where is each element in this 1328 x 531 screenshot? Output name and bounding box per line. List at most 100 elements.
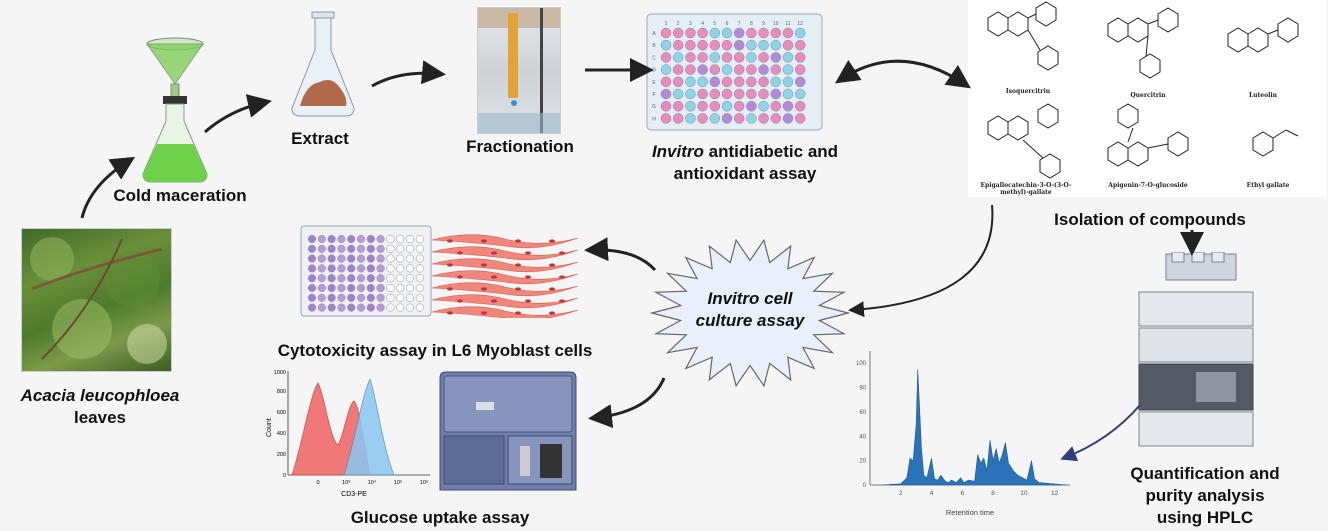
plate-well — [794, 113, 806, 124]
flow-ytick-2: 400 — [277, 431, 286, 437]
plate-well — [758, 100, 769, 112]
plate-well — [746, 52, 757, 63]
cyto-plate-well — [337, 283, 346, 293]
plate-row-label: D — [652, 68, 656, 74]
cyto-plate-well — [415, 244, 424, 253]
plate-well — [660, 27, 672, 39]
cell-nucleus — [481, 287, 487, 291]
cyto-plate-well — [356, 244, 366, 253]
cell-nucleus — [549, 239, 555, 243]
plate-well — [672, 100, 684, 112]
arrow-isolation-to-starburst — [848, 204, 994, 318]
hplc-xlabel: Retention time — [946, 508, 994, 517]
plate-well — [770, 39, 782, 51]
plate-well — [672, 39, 684, 51]
cyto-plate-well — [386, 234, 395, 244]
flow-xtick-4: 10⁶ — [420, 479, 428, 486]
hplc-xtick-label: 12 — [1051, 490, 1059, 497]
plate-well — [709, 27, 721, 39]
cyto-plate-well — [415, 254, 424, 263]
plate-row-label: C — [652, 55, 656, 61]
cyto-plate-well — [386, 264, 395, 273]
cell-nucleus — [447, 287, 453, 291]
cell-nucleus — [491, 299, 497, 303]
cyto-plate-well — [356, 234, 366, 244]
hplc-xtick-label: 2 — [899, 490, 903, 497]
plate-well — [794, 64, 806, 75]
arrow-starburst-to-glucose — [588, 377, 666, 429]
plate-well — [685, 88, 696, 100]
cyto-plate-well — [337, 274, 346, 283]
plate-well — [709, 113, 721, 124]
plate-well — [660, 113, 672, 124]
plate-well — [672, 113, 684, 124]
cyto-plate-well — [386, 254, 395, 263]
plate-well — [709, 39, 721, 51]
plate-well — [672, 27, 684, 39]
flow-ytick-1: 200 — [277, 452, 286, 458]
plate-well — [746, 76, 757, 88]
hplc-xtick-label: 8 — [991, 490, 995, 497]
cyto-plate-well — [386, 274, 395, 283]
cyto-plate-well — [327, 283, 336, 293]
cyto-plate-well — [396, 264, 405, 273]
hplc-ytick-label: 40 — [859, 434, 866, 440]
hplc-line3: using HPLC — [1156, 508, 1254, 527]
plate-well — [721, 52, 733, 63]
cyto-plate-well — [327, 303, 336, 312]
plate-row-label: B — [652, 43, 656, 49]
cyto-plate-well — [337, 264, 346, 273]
plate-col-label: 7 — [738, 21, 741, 27]
plate-well — [770, 64, 782, 75]
cyto-plate-well — [317, 274, 326, 283]
cyto-plate-well — [337, 234, 346, 244]
plate-well — [733, 39, 745, 51]
hplc-ytick-label: 0 — [863, 483, 867, 489]
plate-well — [709, 88, 721, 100]
cyto-plate-well — [307, 254, 317, 263]
cyto-plate-well — [327, 244, 336, 253]
cyto-plate-well — [327, 254, 336, 263]
plate-well — [721, 64, 733, 75]
plate-well — [770, 27, 782, 39]
plate-well — [685, 64, 696, 75]
cell-nucleus — [515, 311, 521, 315]
plate-well — [721, 113, 733, 124]
plate-well — [697, 39, 708, 51]
arrow-starburst-to-cytotoxicity — [584, 237, 657, 272]
cyto-plate-well — [396, 254, 405, 263]
cyto-plate-well — [356, 293, 366, 302]
plate-well — [794, 27, 806, 39]
cyto-plate-well — [366, 303, 375, 312]
cell-nucleus — [447, 239, 453, 243]
hplc-line1: Quantification and — [1130, 464, 1280, 483]
cyto-plate-well — [376, 254, 385, 263]
myoblast-cell — [431, 234, 579, 249]
cyto-plate-well — [405, 274, 415, 283]
plate-well — [721, 100, 733, 112]
cyto-plate-well — [356, 274, 366, 283]
cyto-plate-well — [366, 234, 375, 244]
cell-nucleus — [549, 311, 555, 315]
flow-cytometry-histogram: Count 0 200 400 600 800 1000 0 10³ 10⁴ 1… — [266, 370, 430, 498]
plate-col-label: 5 — [713, 21, 716, 27]
cyto-plate-well — [396, 244, 405, 253]
cyto-plate-well — [405, 244, 415, 253]
plate-well — [733, 76, 745, 88]
arrow-assay-compounds — [835, 59, 971, 89]
plate-well — [709, 100, 721, 112]
plate-col-label: 9 — [762, 21, 765, 27]
cyto-plate-well — [347, 274, 356, 283]
plate-row-label: F — [652, 92, 655, 98]
plate-well — [685, 27, 696, 39]
plate-well — [794, 39, 806, 51]
glucose-label: Glucose uptake assay — [350, 508, 530, 527]
chemical-structures-icon — [987, 1, 1299, 179]
cyto-plate-well — [337, 293, 346, 302]
flow-cytometer-icon — [439, 371, 577, 491]
plate-well — [685, 39, 696, 51]
cyto-plate-well — [307, 274, 317, 283]
plate-col-label: 8 — [750, 21, 753, 27]
assay-label: Invitro antidiabetic and antioxidant ass… — [640, 141, 850, 185]
cyto-plate-well — [396, 303, 405, 312]
